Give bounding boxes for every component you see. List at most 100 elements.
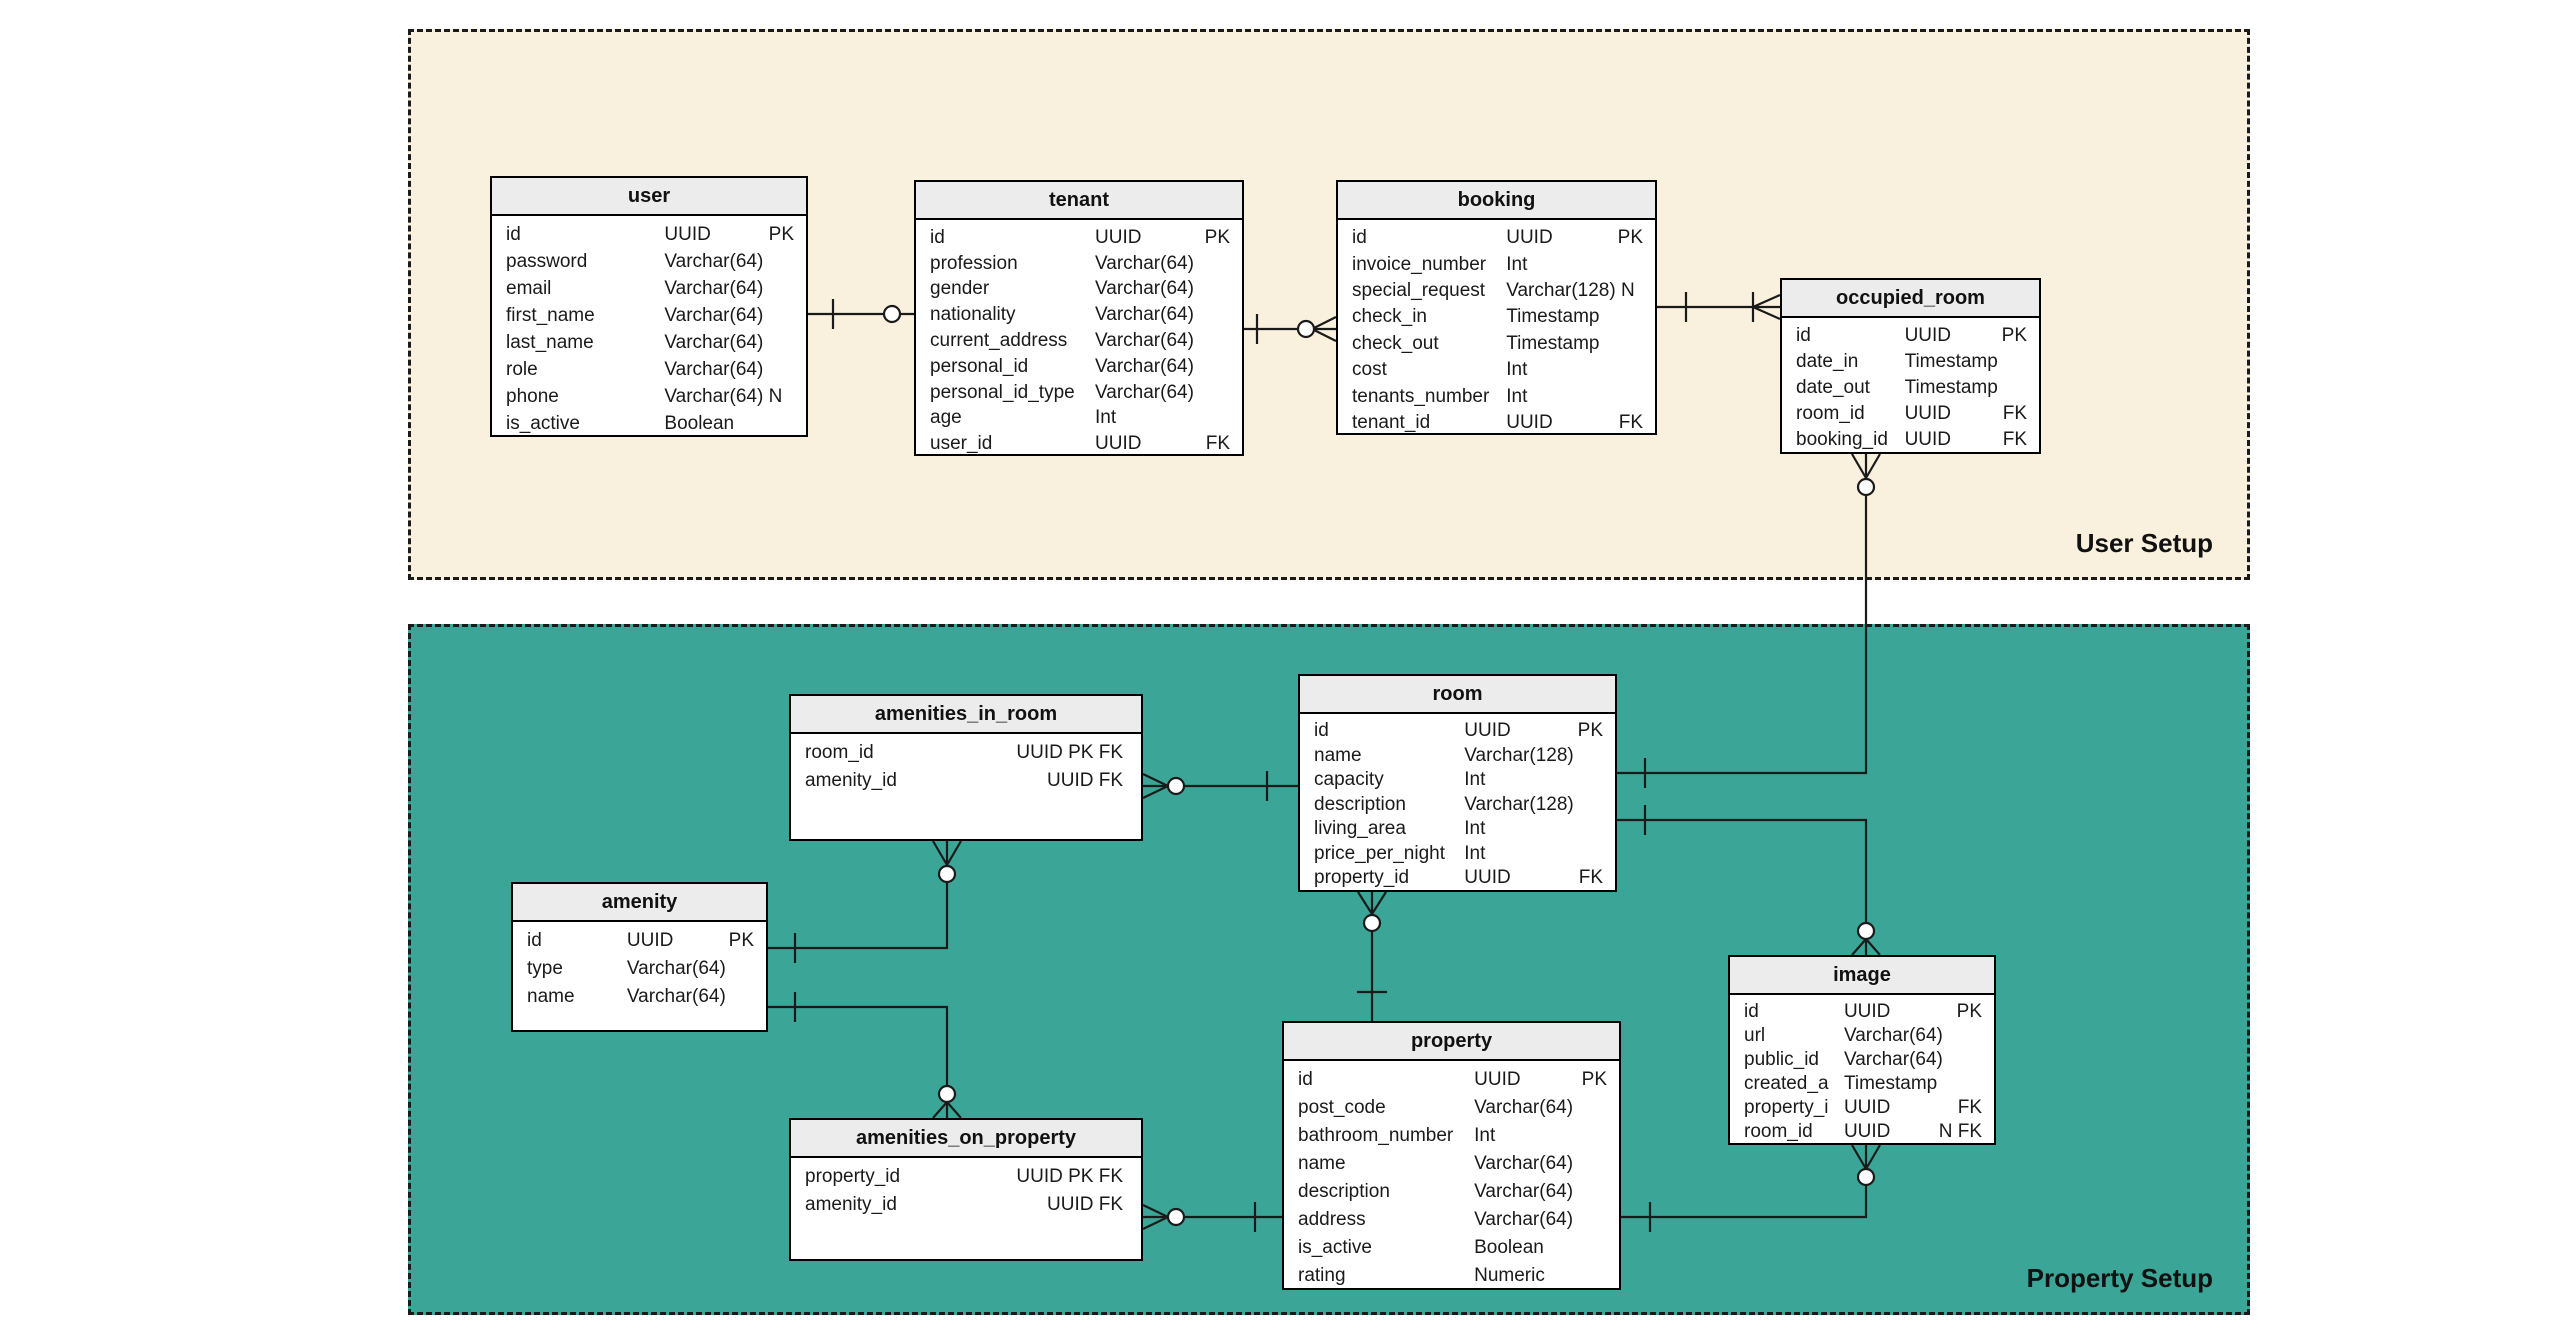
column-row: tenant_id UUID FK: [1338, 410, 1655, 433]
property-setup-label: Property Setup: [2026, 1263, 2213, 1293]
column-type: UUID: [1904, 325, 1952, 346]
column-type: Int: [1506, 253, 1528, 275]
column-name: property_id: [1314, 867, 1410, 889]
column-key-flag: FK: [1618, 411, 1643, 433]
column-type: Int: [1506, 385, 1528, 407]
column-type: Numeric: [1474, 1265, 1545, 1286]
column-name: living_area: [1314, 818, 1406, 840]
column-type: Varchar(64) N: [664, 385, 783, 407]
column-key-flag: PK: [728, 930, 754, 951]
column-type: Timestamp: [1904, 351, 1998, 372]
column-name: id: [1314, 720, 1329, 742]
column-row: first_name Varchar(64): [492, 302, 806, 329]
column-name: password: [506, 250, 588, 272]
column-name: id: [1744, 1001, 1759, 1022]
table-title-amenities_on_property: amenities_on_property: [791, 1120, 1141, 1158]
column-name: created_a: [1744, 1073, 1829, 1094]
column-type: UUID: [1095, 226, 1142, 248]
column-type: UUID: [1506, 227, 1553, 249]
column-type: Timestamp: [1843, 1073, 1938, 1094]
column-key-flag: FK: [2002, 403, 2027, 424]
column-type: Varchar(64): [1843, 1049, 1943, 1070]
column-name: name: [1314, 744, 1362, 766]
column-type: UUID: [1506, 411, 1553, 433]
column-key-flag: FK: [1205, 433, 1230, 455]
column-row: description Varchar(128): [1300, 793, 1615, 818]
column-type: Varchar(64): [1474, 1209, 1574, 1230]
column-name: room_id: [1744, 1121, 1813, 1142]
column-type: Int: [1464, 842, 1486, 864]
column-name: description: [1314, 793, 1406, 815]
column-name: tenant_id: [1352, 411, 1431, 433]
user-setup-label: User Setup: [2075, 528, 2213, 558]
column-type: Varchar(64): [664, 304, 764, 326]
column-name: current_address: [930, 330, 1068, 352]
column-type: Varchar(64): [626, 958, 726, 979]
column-name: is_active: [1298, 1237, 1372, 1258]
column-key-flag: PK: [1956, 1001, 1982, 1022]
table-title-property: property: [1284, 1023, 1619, 1061]
column-type: UUID FK: [1047, 770, 1123, 791]
column-type: Varchar(64): [1095, 381, 1194, 403]
column-name: role: [506, 358, 538, 380]
column-type: Varchar(128): [1464, 793, 1574, 815]
column-type: Varchar(64): [1095, 330, 1194, 352]
column-type: Timestamp: [1904, 377, 1998, 398]
column-type: Varchar(64): [664, 358, 764, 380]
column-name: special_request: [1352, 279, 1486, 301]
column-type: Varchar(64): [664, 331, 764, 353]
column-type: Int: [1506, 359, 1528, 381]
column-type: Varchar(64): [1095, 278, 1194, 300]
column-row: role Varchar(64): [492, 356, 806, 383]
column-row: rating Numeric: [1284, 1262, 1619, 1288]
column-name: rating: [1298, 1265, 1346, 1286]
column-row: invoice_number Int: [1338, 251, 1655, 277]
column-name: capacity: [1314, 769, 1384, 791]
column-name: property_id: [805, 1166, 901, 1187]
column-key-flag: FK: [1957, 1097, 1982, 1118]
column-name: id: [506, 223, 521, 245]
table-title-room: room: [1300, 676, 1615, 714]
column-name: price_per_night: [1314, 842, 1445, 864]
column-name: amenity_id: [805, 770, 897, 791]
column-type: Varchar(64): [664, 277, 764, 299]
column-name: invoice_number: [1352, 253, 1487, 275]
column-name: first_name: [506, 304, 595, 326]
column-key-flag: PK: [1617, 227, 1643, 249]
column-key-flag: PK: [1581, 1069, 1607, 1090]
column-name: is_active: [506, 412, 580, 434]
